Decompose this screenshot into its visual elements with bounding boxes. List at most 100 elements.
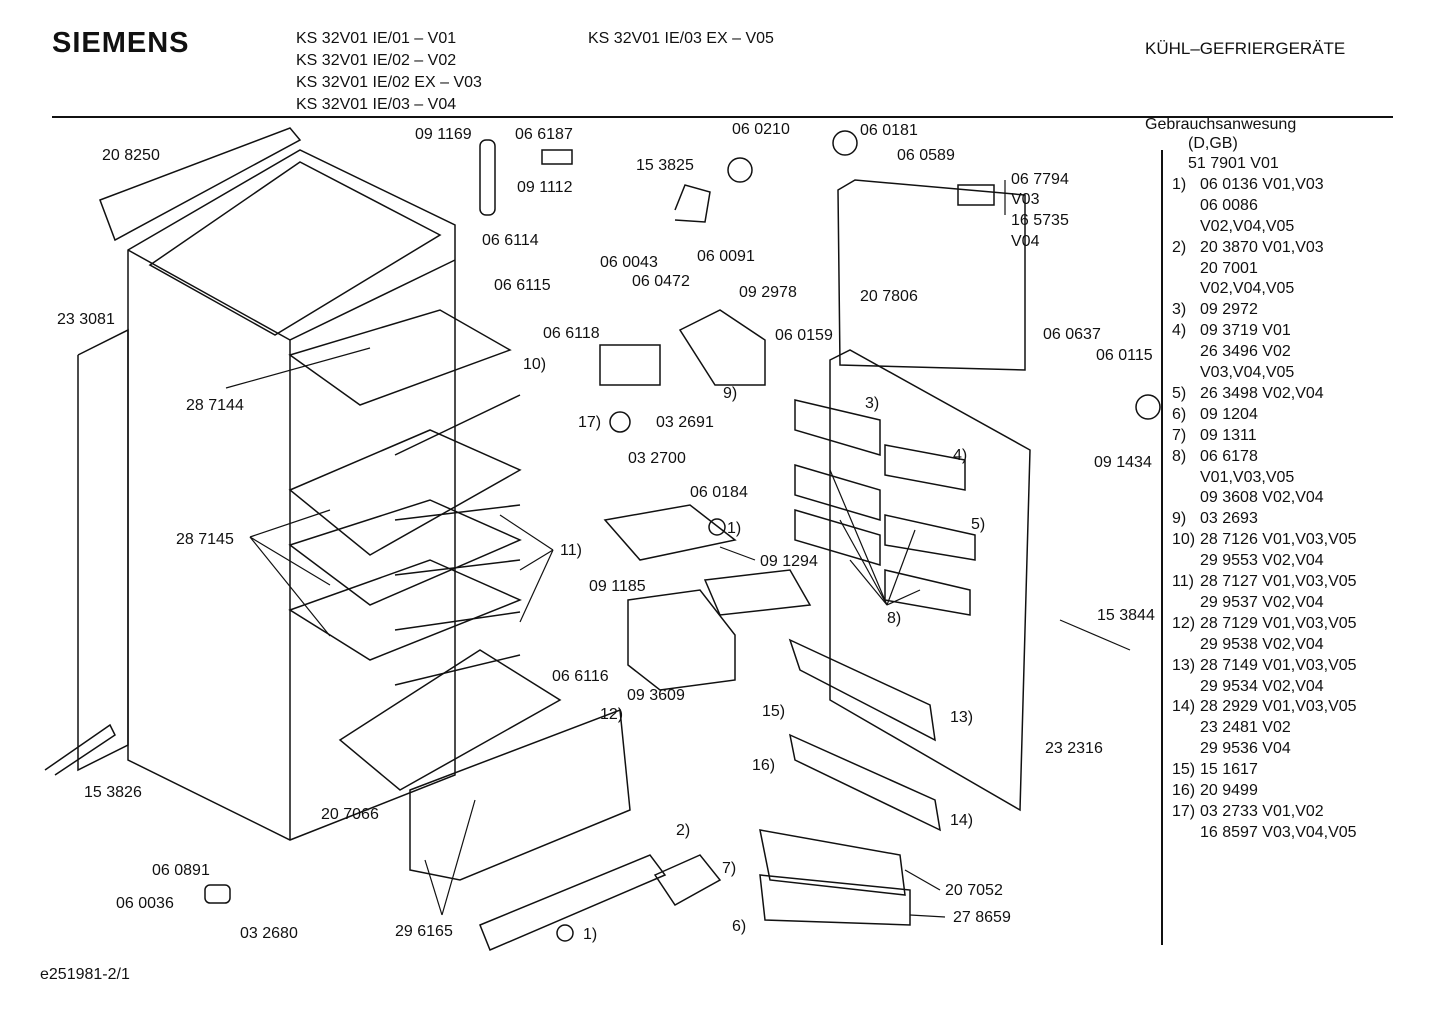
part-number: 26 3498 V02,V04 (1200, 384, 1324, 402)
part-callout: 03 2700 (628, 450, 686, 467)
part-callout: 06 6114 (482, 232, 539, 249)
item-number: 17) (1172, 802, 1196, 820)
model-line: KS 32V01 IE/01 – V01 (296, 30, 457, 47)
part-callout: 06 0115 (1096, 347, 1153, 364)
part-callout: 20 8250 (102, 147, 160, 164)
part-number: 23 2481 V02 (1200, 719, 1291, 737)
part-callout: 06 0637 (1043, 326, 1101, 343)
part-callout: 09 1112 (517, 179, 573, 196)
part-number: 09 3608 V02,V04 (1200, 489, 1324, 507)
part-callout: 14) (950, 812, 974, 829)
part-number: 03 2733 V01,V02 (1200, 802, 1324, 820)
part-callout: V04 (1011, 233, 1040, 250)
part-number: 28 7126 V01,V03,V05 (1200, 531, 1357, 549)
part-callout: 23 3081 (57, 311, 115, 328)
part-callout: 09 1294 (760, 553, 818, 570)
item-number: 2) (1172, 238, 1187, 256)
part-number: 28 7127 V01,V03,V05 (1200, 573, 1357, 590)
part-callout: 06 0159 (775, 327, 833, 344)
part-callout: 23 2316 (1045, 740, 1103, 757)
part-number: 03 2693 (1200, 510, 1258, 528)
part-callout: 29 6165 (395, 923, 453, 940)
part-callout: 20 7066 (321, 806, 379, 823)
part-callout: 06 7794 (1011, 171, 1069, 188)
part-callout: 09 3609 (627, 687, 685, 704)
part-callout: 1) (583, 926, 598, 943)
part-callout: 12) (600, 706, 624, 723)
part-callout: 06 0043 (600, 254, 658, 271)
part-callout: 5) (971, 516, 986, 533)
part-callout: 17) (578, 414, 602, 431)
part-callout: 9) (723, 385, 738, 402)
part-callout: 06 0184 (690, 484, 748, 501)
part-callout: 1) (727, 520, 742, 537)
part-callout: 15 3826 (84, 784, 142, 801)
part-number: V02,V04,V05 (1200, 280, 1295, 298)
item-number: 14) (1172, 698, 1196, 716)
part-callout: 20 7052 (945, 882, 1003, 899)
part-callout: 15) (762, 703, 786, 720)
part-number: 09 1204 (1200, 405, 1258, 423)
part-callout: 6) (732, 918, 747, 935)
part-callout: 7) (722, 860, 737, 877)
parts-list-divider (1161, 150, 1163, 945)
part-callout: 06 6115 (494, 277, 551, 294)
part-number: 09 3719 V01 (1200, 322, 1291, 340)
part-callout: 06 0891 (152, 862, 210, 879)
part-number: 20 9499 (1200, 782, 1258, 799)
parts-list-subtitle: (D,GB) (1188, 135, 1238, 152)
part-number: 20 3870 V01,V03 (1200, 238, 1324, 256)
part-callout: 06 6116 (552, 668, 609, 685)
part-callout: 15 3844 (1097, 607, 1155, 624)
part-callout: V03 (1011, 191, 1040, 208)
part-callout: 16) (752, 757, 776, 774)
item-number: 6) (1172, 405, 1187, 423)
part-callout: 06 0472 (632, 273, 690, 290)
part-callout: 8) (887, 610, 902, 627)
part-callout: 03 2691 (656, 414, 714, 431)
part-number: 20 7001 (1200, 259, 1258, 277)
part-callout: 09 1434 (1094, 454, 1152, 471)
part-number: V03,V04,V05 (1200, 364, 1295, 381)
model-line: KS 32V01 IE/02 EX – V03 (296, 74, 482, 91)
part-number: 28 7129 V01,V03,V05 (1200, 614, 1357, 632)
part-number: 06 6178 (1200, 447, 1258, 465)
part-number: V02,V04,V05 (1200, 217, 1295, 235)
part-callout: 09 2978 (739, 284, 797, 301)
item-number: 1) (1172, 175, 1187, 193)
part-callout: 06 0036 (116, 895, 174, 912)
item-number: 7) (1172, 426, 1187, 444)
item-number: 5) (1172, 384, 1187, 402)
part-number: 06 0136 V01,V03 (1200, 175, 1324, 193)
part-number: 28 2929 V01,V03,V05 (1200, 698, 1357, 716)
part-callout: 06 0589 (897, 147, 955, 164)
header-divider (52, 116, 1393, 118)
part-callout: 2) (676, 822, 691, 839)
part-number: 29 9537 V02,V04 (1200, 593, 1324, 611)
item-number: 16) (1172, 782, 1196, 799)
part-number: 09 2972 (1200, 301, 1258, 319)
part-callout: 06 6118 (543, 325, 600, 342)
part-number: 15 1617 (1200, 761, 1258, 779)
model-line: KS 32V01 IE/02 – V02 (296, 52, 457, 69)
item-number: 3) (1172, 301, 1187, 319)
part-callout: 10) (523, 356, 547, 373)
part-callout: 4) (953, 447, 968, 464)
part-callout: 06 0091 (697, 248, 755, 265)
parts-list-title: Gebrauchsanwesung (1145, 116, 1297, 133)
part-number: 51 7901 V01 (1188, 155, 1279, 172)
part-callout: 06 0181 (860, 122, 918, 139)
part-callout: 09 1185 (589, 578, 646, 595)
part-callout: 28 7144 (186, 397, 244, 414)
item-number: 9) (1172, 510, 1187, 528)
document-id: e251981-2/1 (40, 966, 130, 983)
item-number: 12) (1172, 614, 1196, 632)
category-title: KÜHL–GEFRIERGERÄTE (1145, 39, 1346, 58)
part-callout: 06 0210 (732, 121, 790, 138)
item-number: 10) (1172, 531, 1196, 549)
part-number: 29 9553 V02,V04 (1200, 552, 1324, 570)
part-number: 06 0086 (1200, 196, 1258, 214)
part-callout: 13) (950, 709, 974, 726)
part-number: 09 1311 (1200, 426, 1257, 444)
